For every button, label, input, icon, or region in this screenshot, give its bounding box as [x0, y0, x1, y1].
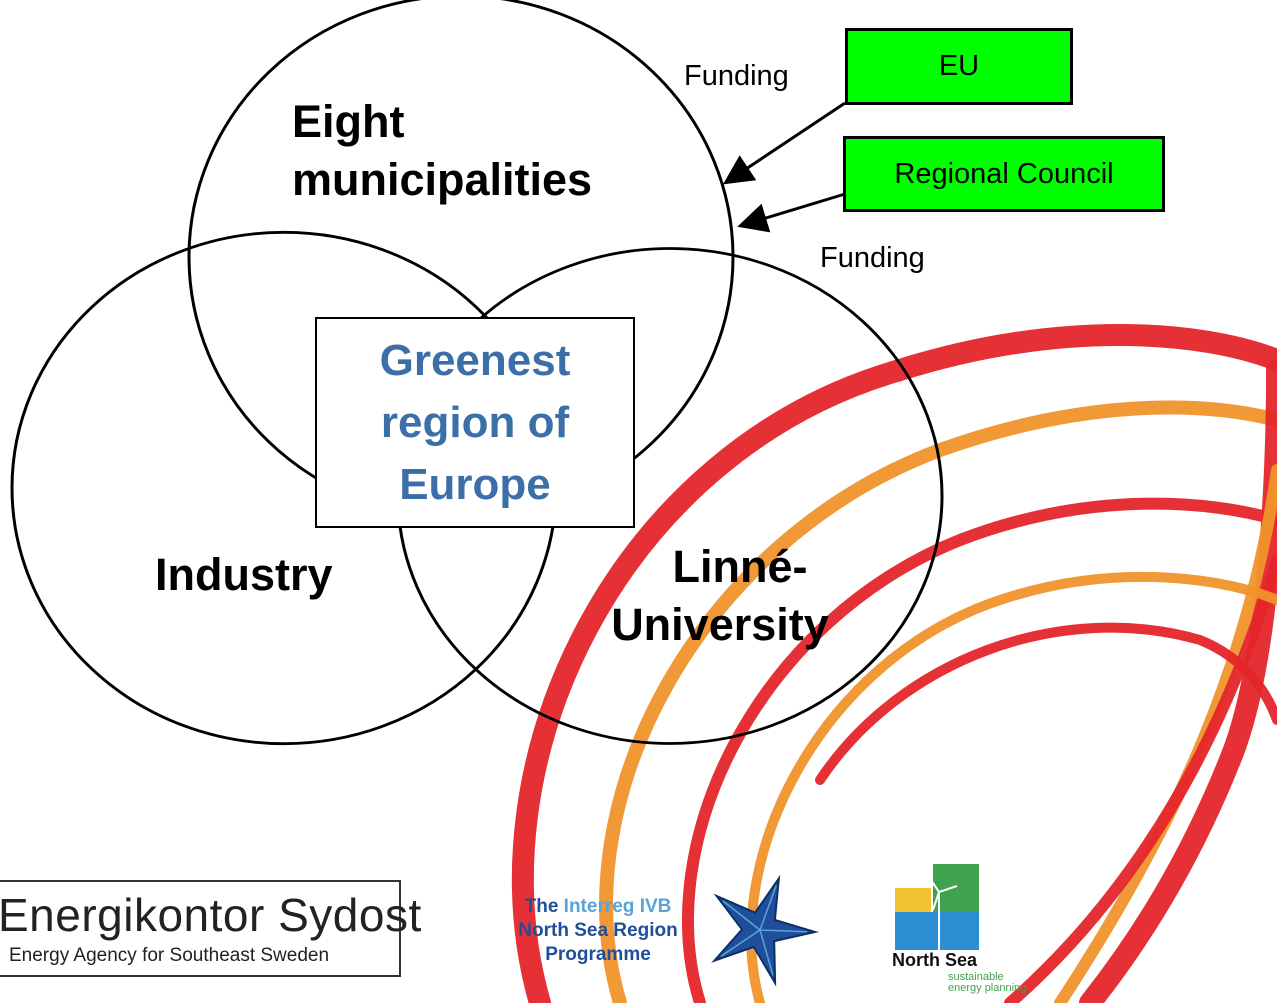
decorative-arc-4 [1079, 359, 1277, 1003]
interreg-line-3: Programme [492, 943, 704, 967]
wind-turbine-icon [895, 864, 979, 950]
eu-box: EU [845, 28, 1073, 105]
decorative-arc-6 [1004, 554, 1277, 1003]
interreg-logo-text: The Interreg IVB North Sea Region Progra… [492, 895, 704, 967]
interreg-line-1b: Interreg IVB [563, 896, 672, 917]
funding-label-bottom: Funding [820, 242, 925, 274]
interreg-line-2a: North [518, 920, 575, 941]
label-municipalities-line-2: municipalities [292, 154, 593, 205]
energikontor-subtitle: Energy Agency for Southeast Sweden [9, 945, 330, 966]
center-goal-box: Greenest region of Europe [315, 317, 635, 528]
decorative-arc-2 [599, 400, 1277, 1003]
northsea-tagline: sustainable energy planning [948, 971, 1027, 994]
decorative-arc-7 [746, 571, 1277, 1003]
interreg-line-3: Programme [545, 944, 651, 965]
arrow-eu-funding [723, 101, 846, 185]
label-university: Linné- University [590, 538, 850, 654]
funding-label-top: Funding [684, 60, 789, 92]
label-university-line-1: Linné- [672, 541, 808, 592]
label-municipalities-line-1: Eight [292, 96, 405, 147]
regional-council-box-label: Regional Council [894, 157, 1114, 190]
decorative-arc-3 [682, 497, 1277, 1003]
label-municipalities: Eight municipalities [292, 93, 592, 209]
interreg-line-2: North Sea Region [492, 919, 704, 943]
interreg-line-1a: The [524, 896, 564, 917]
interreg-line-2b: Sea Region [574, 920, 678, 941]
decorative-arc-1 [511, 324, 1277, 1003]
arrow-regional-funding [737, 192, 846, 233]
label-industry: Industry [155, 549, 333, 600]
regional-council-box: Regional Council [843, 136, 1165, 212]
starfish-icon [711, 874, 819, 987]
center-goal-text: Greenest region of Europe [380, 330, 571, 516]
northsea-name: North Sea [892, 950, 978, 970]
center-line-1: Greenest [379, 335, 571, 385]
energikontor-logo: Energikontor Sydost Energy Agency for So… [0, 880, 421, 977]
energikontor-name: Energikontor Sydost [0, 889, 422, 941]
decorative-arc-8 [815, 622, 1277, 785]
interreg-line-1: The Interreg IVB [492, 895, 704, 919]
center-line-2: region of [380, 397, 570, 447]
eu-box-label: EU [938, 50, 980, 82]
center-line-3: Europe [399, 459, 551, 509]
label-university-line-2: University [611, 599, 829, 650]
